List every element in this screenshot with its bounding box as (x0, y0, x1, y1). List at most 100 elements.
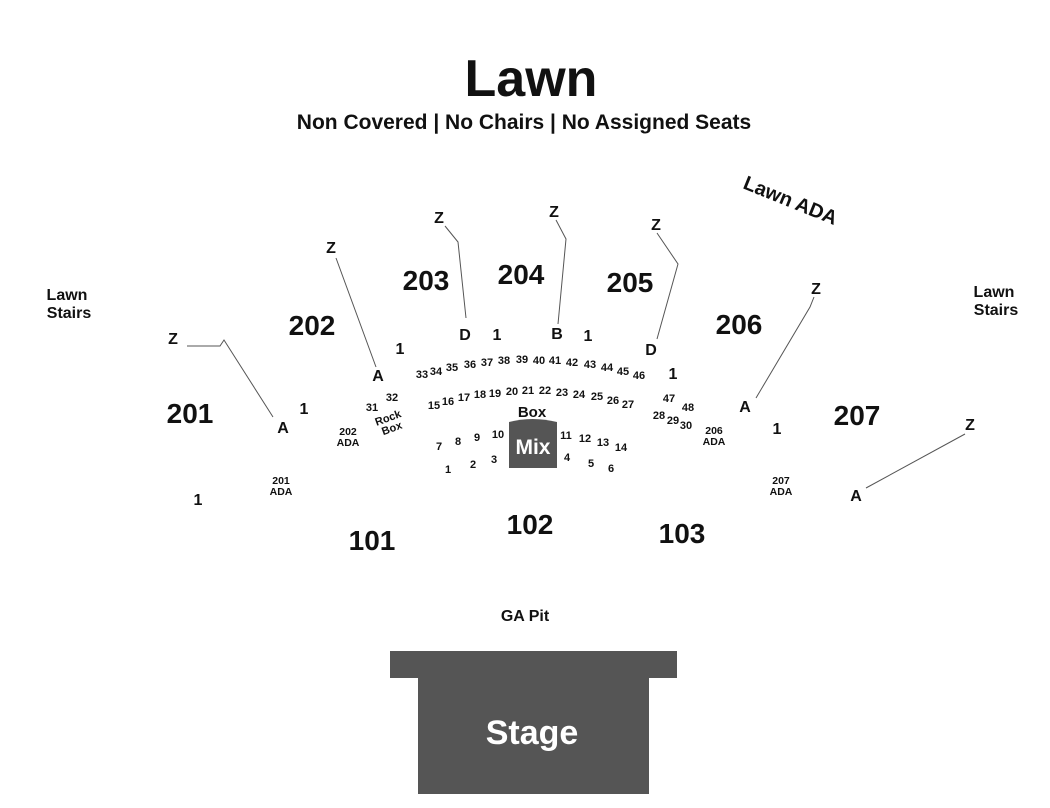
box-18[interactable]: 18 (474, 389, 486, 401)
section-203[interactable]: 203 (403, 265, 450, 296)
ada-207-number: 207 (772, 475, 790, 487)
box-7[interactable]: 7 (436, 441, 442, 453)
row-z: Z (811, 281, 821, 298)
ada-207-label: ADA (770, 486, 793, 498)
box-30[interactable]: 30 (680, 420, 692, 432)
box-28[interactable]: 28 (653, 410, 665, 422)
stage-shape (390, 651, 677, 794)
box-24[interactable]: 24 (573, 389, 586, 401)
box-6[interactable]: 6 (608, 463, 614, 475)
row-a: A (739, 399, 751, 416)
ada-202-label: ADA (337, 437, 360, 449)
mix-booth[interactable] (509, 419, 557, 468)
ada-201-number: 201 (272, 475, 290, 487)
box-39[interactable]: 39 (516, 354, 528, 366)
box-36[interactable]: 36 (464, 359, 476, 371)
box-23[interactable]: 23 (556, 387, 568, 399)
leader-201 (187, 339, 274, 418)
box-34[interactable]: 34 (430, 366, 443, 378)
box-44[interactable]: 44 (601, 362, 614, 374)
lawn-title: Lawn (465, 50, 598, 108)
row-1: 1 (584, 328, 593, 345)
mix-label: Mix (515, 436, 550, 459)
row-a: A (850, 488, 862, 505)
row-z: Z (965, 417, 975, 434)
box-14[interactable]: 14 (615, 442, 628, 454)
row-d: D (459, 327, 471, 344)
box-46[interactable]: 46 (633, 370, 645, 382)
row-b: B (551, 326, 563, 343)
box-2[interactable]: 2 (470, 459, 476, 471)
box-42[interactable]: 42 (566, 357, 578, 369)
section-103[interactable]: 103 (659, 518, 706, 549)
box-40[interactable]: 40 (533, 355, 545, 367)
row-z: Z (326, 240, 336, 257)
box-32[interactable]: 32 (386, 392, 398, 404)
box-48[interactable]: 48 (682, 402, 694, 414)
box-16[interactable]: 16 (442, 396, 454, 408)
box-38[interactable]: 38 (498, 355, 510, 367)
box-9[interactable]: 9 (474, 432, 480, 444)
box-27[interactable]: 27 (622, 399, 634, 411)
box-29[interactable]: 29 (667, 415, 679, 427)
row-1: 1 (194, 492, 203, 509)
box-4[interactable]: 4 (564, 452, 571, 464)
box-8[interactable]: 8 (455, 436, 461, 448)
section-206[interactable]: 206 (716, 309, 763, 340)
ga-pit-label[interactable]: GA Pit (501, 608, 550, 625)
box-12[interactable]: 12 (579, 433, 591, 445)
box-seats: 1 2 3 4 5 6 7 8 9 10 11 12 13 14 15 16 1… (366, 354, 694, 476)
row-1: 1 (396, 341, 405, 358)
box-15[interactable]: 15 (428, 400, 440, 412)
row-leader-lines (187, 219, 966, 489)
row-a: A (277, 420, 289, 437)
section-101[interactable]: 101 (349, 525, 396, 556)
row-z: Z (549, 204, 559, 221)
box-45[interactable]: 45 (617, 366, 629, 378)
box-26[interactable]: 26 (607, 395, 619, 407)
lawn-stairs-left-line2: Stairs (47, 305, 92, 322)
box-13[interactable]: 13 (597, 437, 609, 449)
section-202[interactable]: 202 (289, 310, 336, 341)
section-205[interactable]: 205 (607, 267, 654, 298)
section-207[interactable]: 207 (834, 400, 881, 431)
lawn-subtitle: Non Covered | No Chairs | No Assigned Se… (297, 111, 751, 134)
box-41[interactable]: 41 (549, 355, 561, 367)
lawn-ada-label: Lawn ADA (740, 172, 840, 230)
box-11[interactable]: 11 (560, 430, 572, 442)
box-25[interactable]: 25 (591, 391, 603, 403)
box-47[interactable]: 47 (663, 393, 675, 405)
box-22[interactable]: 22 (539, 385, 551, 397)
box-1[interactable]: 1 (445, 464, 451, 476)
stage-label: Stage (486, 714, 579, 752)
lawn-stairs-right-line2: Stairs (974, 302, 1019, 319)
box-37[interactable]: 37 (481, 357, 493, 369)
box-20[interactable]: 20 (506, 386, 518, 398)
box-5[interactable]: 5 (588, 458, 594, 470)
box-43[interactable]: 43 (584, 359, 596, 371)
box-35[interactable]: 35 (446, 362, 458, 374)
ada-201-label: ADA (270, 486, 293, 498)
ada-206-label: ADA (703, 436, 726, 448)
row-1: 1 (300, 401, 309, 418)
box-3[interactable]: 3 (491, 454, 497, 466)
section-201[interactable]: 201 (167, 398, 214, 429)
rock-box-label: Rock Box (374, 408, 405, 438)
box-17[interactable]: 17 (458, 392, 470, 404)
leader-204 (555, 219, 567, 325)
box-19[interactable]: 19 (489, 388, 501, 400)
ada-labels: 201 ADA 202 ADA 206 ADA 207 ADA (270, 425, 793, 498)
box-33[interactable]: 33 (416, 369, 428, 381)
box-10[interactable]: 10 (492, 429, 504, 441)
leader-206 (755, 296, 815, 399)
row-1: 1 (493, 327, 502, 344)
section-102[interactable]: 102 (507, 509, 554, 540)
leader-207 (865, 433, 966, 489)
row-a: A (372, 368, 384, 385)
box-31[interactable]: 31 (366, 402, 378, 414)
section-204[interactable]: 204 (498, 259, 545, 290)
box-21[interactable]: 21 (522, 385, 534, 397)
lawn-stairs-right-line1: Lawn (974, 284, 1015, 301)
row-z: Z (434, 210, 444, 227)
